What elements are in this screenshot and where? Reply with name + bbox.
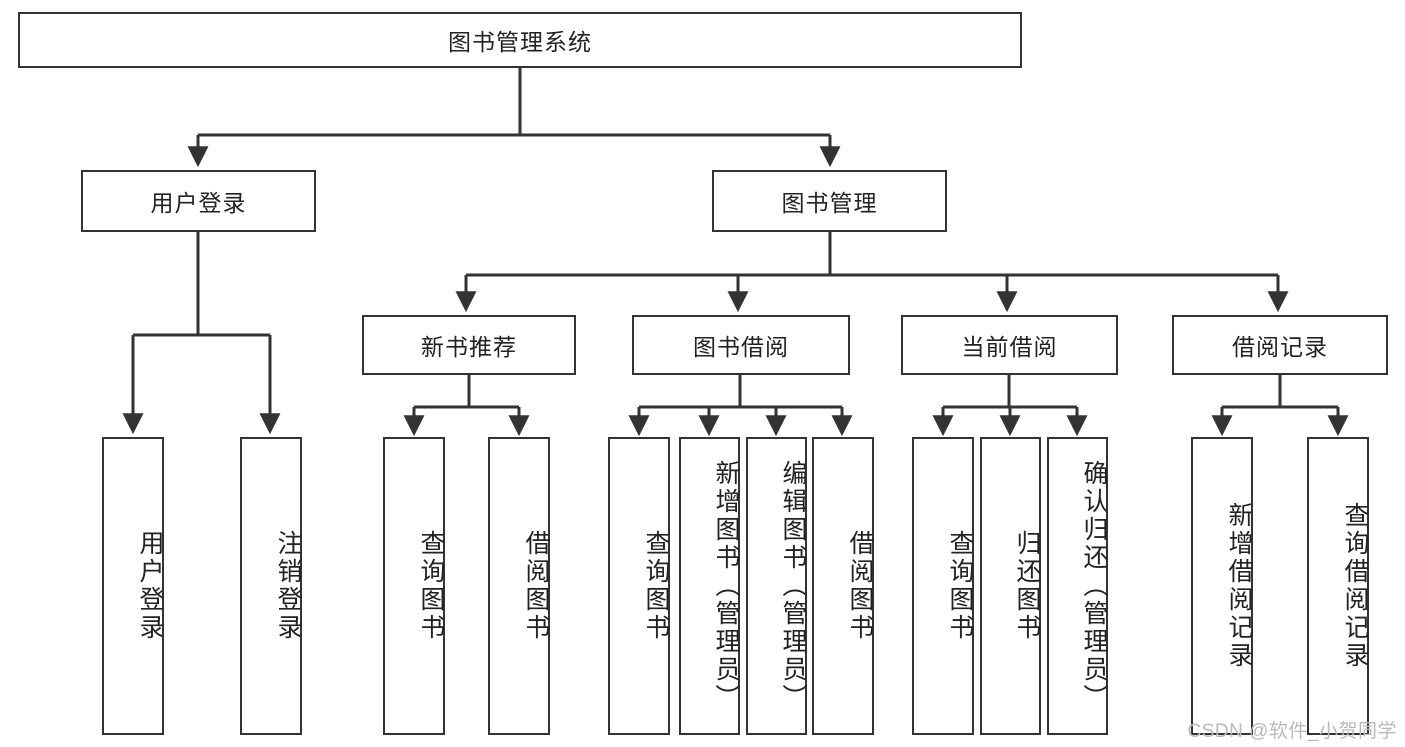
leaf-user-logout[interactable]: 注销登录 xyxy=(240,437,302,735)
leaf-borrow-book-2[interactable]: 借阅图书 xyxy=(812,437,874,735)
leaf-borrow-book-1[interactable]: 借阅图书 xyxy=(488,437,550,735)
node-new-book-rec[interactable]: 新书推荐 xyxy=(362,315,576,375)
node-book-manage[interactable]: 图书管理 xyxy=(712,170,947,232)
leaf-user-login-label: 用户登录 xyxy=(136,530,164,642)
leaf-query-book-2[interactable]: 查询图书 xyxy=(608,437,670,735)
node-borrow-record[interactable]: 借阅记录 xyxy=(1172,315,1388,375)
leaf-borrow-book-1-label: 借阅图书 xyxy=(522,530,550,642)
leaf-user-login[interactable]: 用户登录 xyxy=(102,437,164,735)
csdn-watermark: CSDN @软件_小贺同学 xyxy=(1187,721,1397,742)
leaf-add-book-label: 新增图书（管理员） xyxy=(712,460,740,712)
leaf-edit-book[interactable]: 编辑图书（管理员） xyxy=(746,437,807,735)
leaf-user-logout-label: 注销登录 xyxy=(274,530,302,642)
leaf-query-book-1-label: 查询图书 xyxy=(417,530,445,642)
leaf-return-book-label: 归还图书 xyxy=(1013,530,1041,642)
leaf-query-book-2-label: 查询图书 xyxy=(642,530,670,642)
leaf-add-record-label: 新增借阅记录 xyxy=(1225,502,1253,670)
node-book-manage-label: 图书管理 xyxy=(781,190,878,216)
leaf-add-record[interactable]: 新增借阅记录 xyxy=(1191,437,1253,735)
node-book-borrow[interactable]: 图书借阅 xyxy=(632,315,850,375)
node-new-book-rec-label: 新书推荐 xyxy=(421,334,517,360)
node-root-label: 图书管理系统 xyxy=(448,29,592,55)
leaf-confirm-return[interactable]: 确认归还（管理员） xyxy=(1047,437,1108,735)
node-user-login-label: 用户登录 xyxy=(150,190,247,216)
node-user-login[interactable]: 用户登录 xyxy=(81,170,316,232)
leaf-query-book-1[interactable]: 查询图书 xyxy=(383,437,445,735)
node-current-borrow[interactable]: 当前借阅 xyxy=(901,315,1118,375)
leaf-return-book[interactable]: 归还图书 xyxy=(980,437,1041,735)
leaf-query-record-label: 查询借阅记录 xyxy=(1341,502,1369,670)
leaf-query-record[interactable]: 查询借阅记录 xyxy=(1307,437,1369,735)
node-borrow-record-label: 借阅记录 xyxy=(1232,334,1328,360)
leaf-borrow-book-2-label: 借阅图书 xyxy=(846,530,874,642)
node-current-borrow-label: 当前借阅 xyxy=(961,334,1058,360)
leaf-edit-book-label: 编辑图书（管理员） xyxy=(779,460,807,712)
node-root[interactable]: 图书管理系统 xyxy=(18,12,1022,68)
leaf-add-book[interactable]: 新增图书（管理员） xyxy=(679,437,740,735)
leaf-query-book-3[interactable]: 查询图书 xyxy=(912,437,974,735)
leaf-query-book-3-label: 查询图书 xyxy=(946,530,974,642)
node-book-borrow-label: 图书借阅 xyxy=(693,334,789,360)
leaf-confirm-return-label: 确认归还（管理员） xyxy=(1080,460,1108,712)
